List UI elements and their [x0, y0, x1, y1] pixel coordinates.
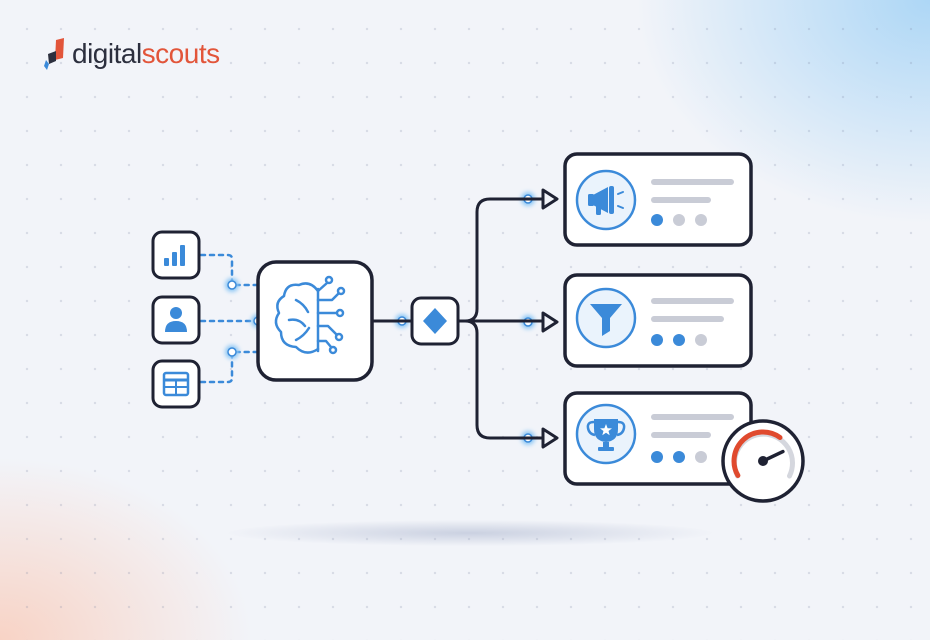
funnel-dot-1: [651, 334, 663, 346]
brand-name-part-1: digital: [72, 38, 142, 69]
bar-chart-icon: [164, 245, 185, 266]
input-user[interactable]: [151, 295, 201, 345]
reward-dot-3: [695, 451, 707, 463]
table-icon: [162, 371, 190, 397]
output-card-reward[interactable]: [563, 391, 753, 486]
logo-mark-icon: [44, 38, 64, 70]
trophy-icon: [586, 419, 626, 451]
ai-processor-node[interactable]: [256, 260, 374, 382]
funnel-dot-2: [673, 334, 685, 346]
output-card-funnel[interactable]: [563, 273, 753, 368]
progress-dots-funnel: [651, 334, 707, 346]
branch-to-reward: [456, 319, 545, 440]
funnel-dot-3: [695, 334, 707, 346]
gauge-fill: [731, 429, 783, 478]
input-table[interactable]: [151, 359, 201, 409]
branch-connectors: [456, 197, 545, 440]
connector-analytics: [199, 253, 260, 287]
branch-to-campaign: [456, 197, 545, 323]
diamond-icon: [423, 308, 447, 334]
speedometer-gauge[interactable]: [721, 419, 805, 503]
input-connectors: [199, 253, 260, 384]
megaphone-icon: [588, 186, 624, 215]
brand-name-part-2: scouts: [141, 38, 220, 69]
campaign-dot-1: [651, 214, 663, 226]
connector-table: [199, 350, 260, 384]
decision-node[interactable]: [410, 296, 460, 346]
speedometer-icon: [758, 456, 768, 466]
output-card-campaign[interactable]: [563, 152, 753, 247]
funnel-icon: [590, 304, 622, 336]
reward-dot-1: [651, 451, 663, 463]
progress-dots-reward: [651, 451, 707, 463]
brand-name: digitalscouts: [72, 40, 220, 68]
reward-dot-2: [673, 451, 685, 463]
user-icon: [165, 307, 187, 332]
input-analytics[interactable]: [151, 230, 201, 280]
arrowheads: [541, 188, 559, 449]
campaign-dot-3: [695, 214, 707, 226]
campaign-dot-2: [673, 214, 685, 226]
floor-shadow: [228, 520, 712, 546]
progress-dots-campaign: [651, 214, 707, 226]
ai-brain-icon: [274, 275, 346, 355]
brand-logo[interactable]: digitalscouts: [44, 34, 220, 74]
